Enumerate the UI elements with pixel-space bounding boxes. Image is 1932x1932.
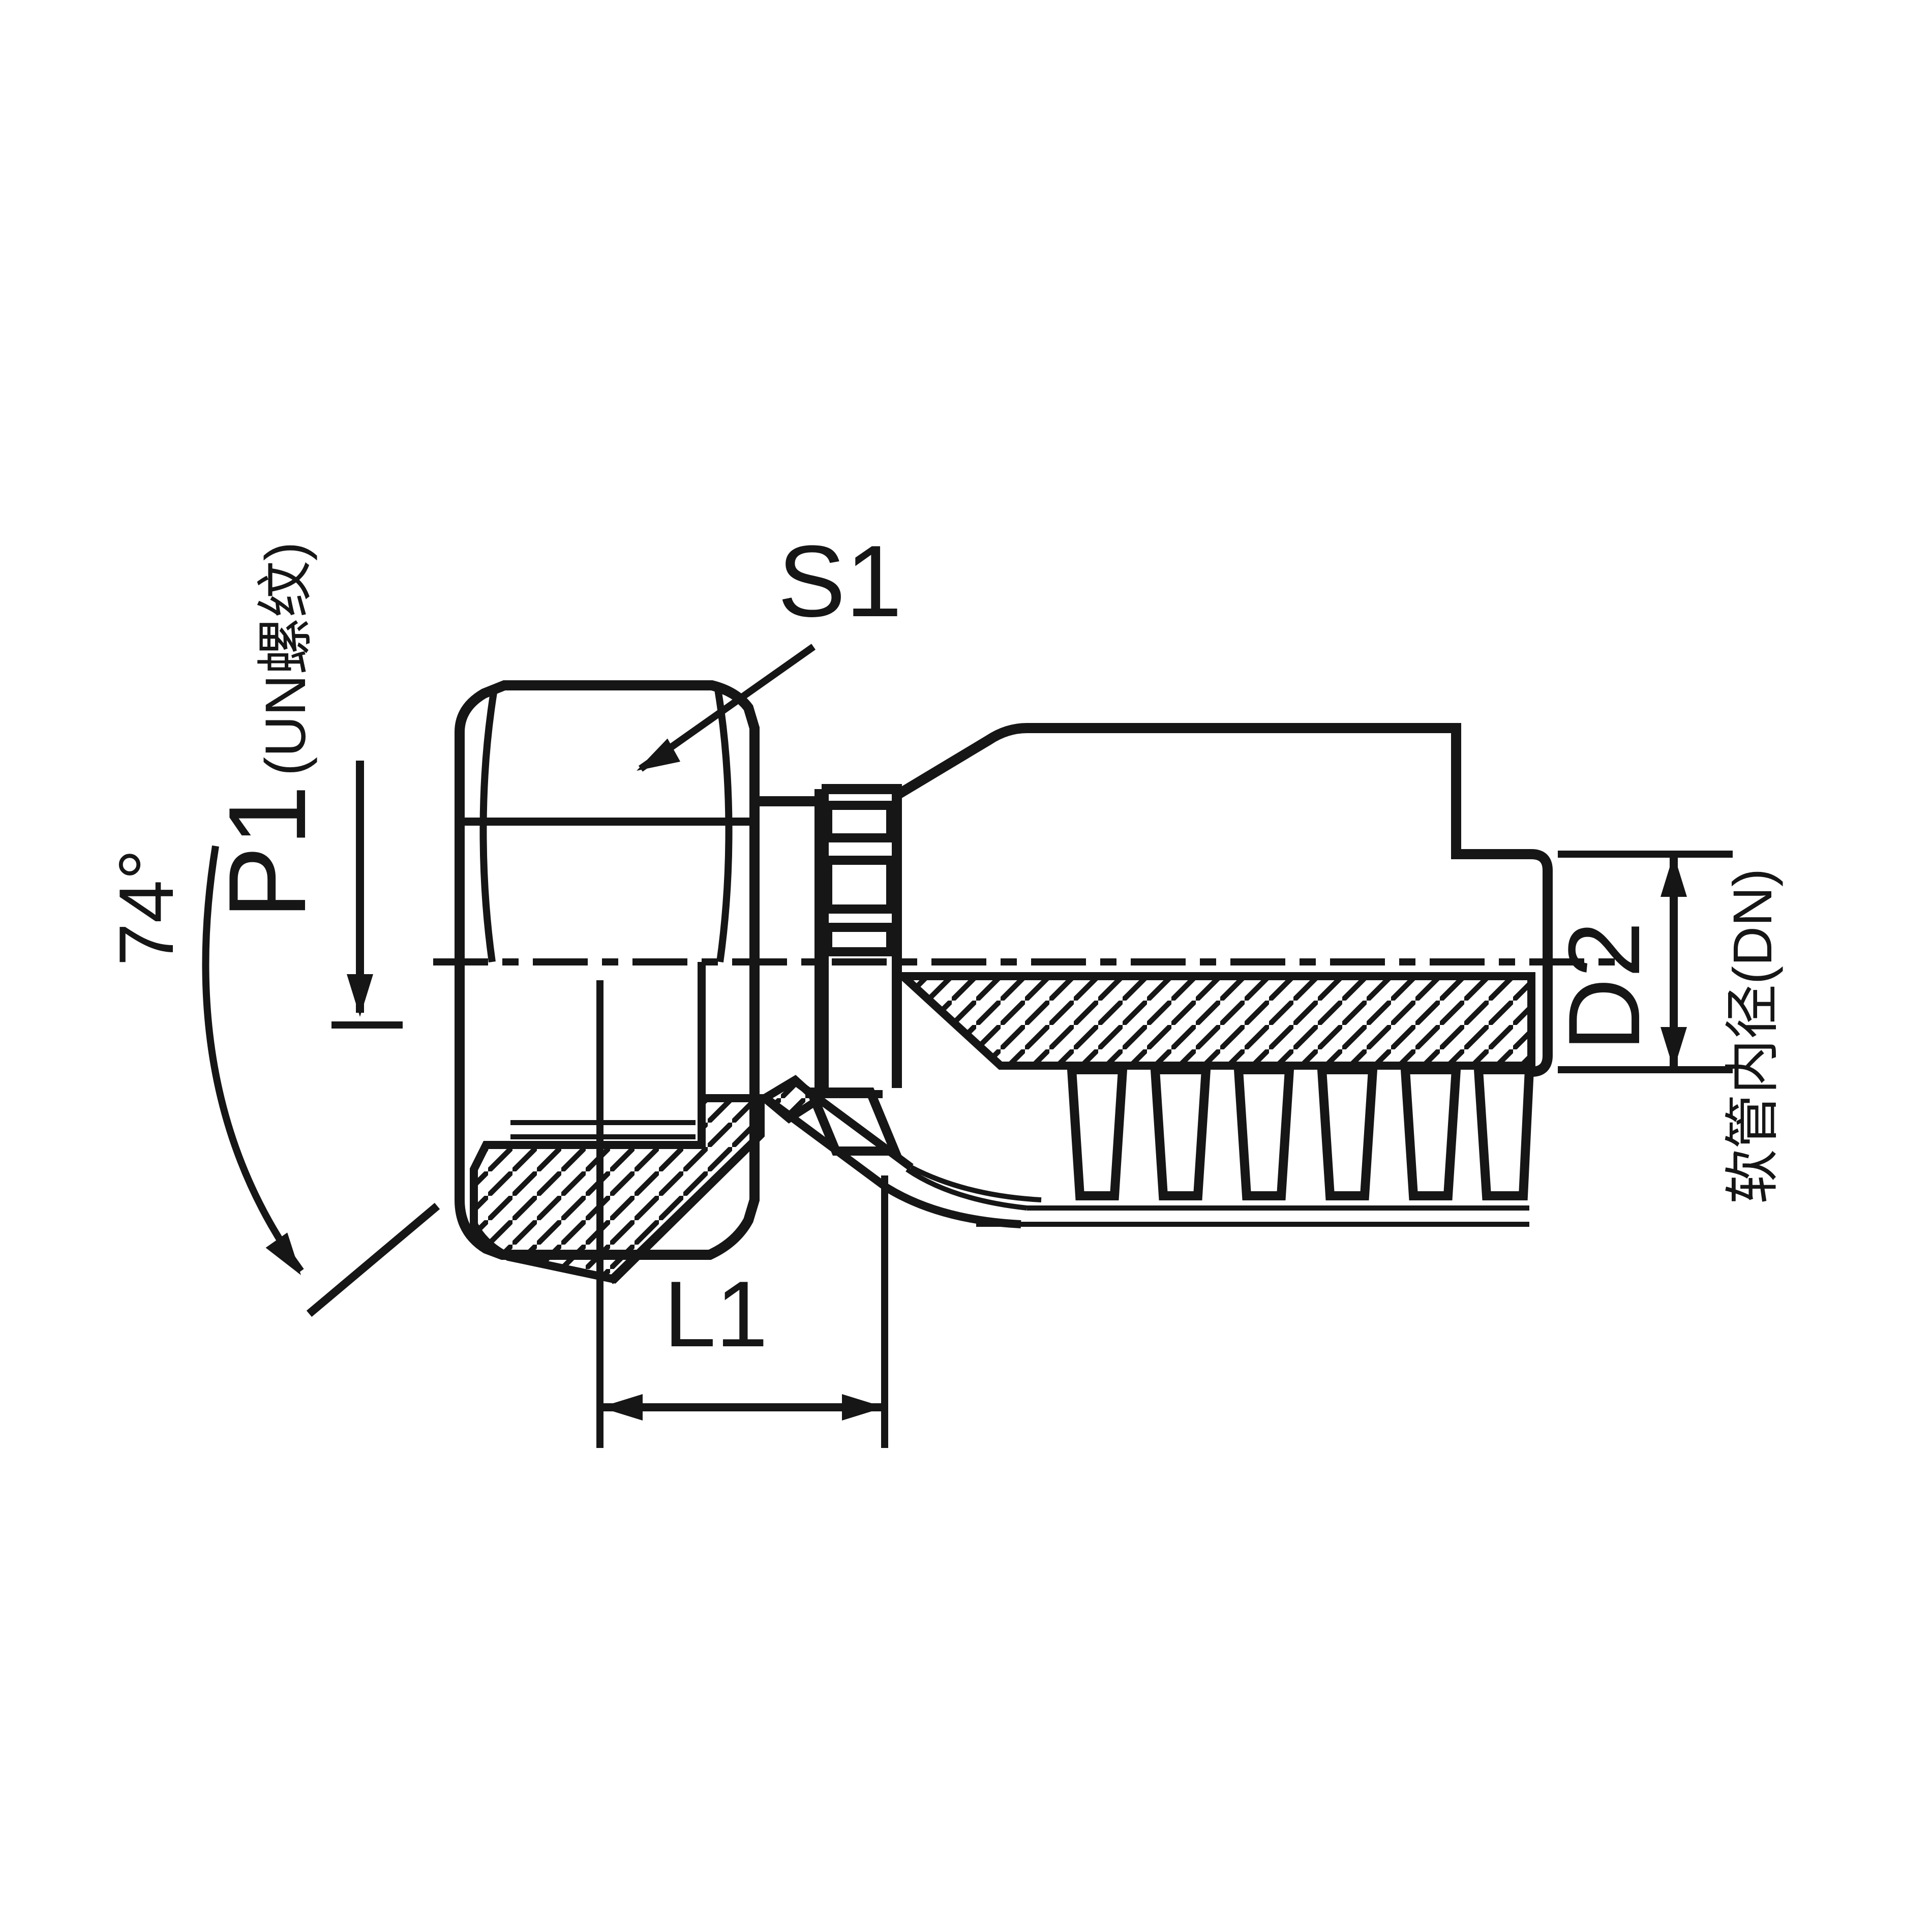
cone-angle-label: 74° [103, 849, 190, 966]
shell-body [892, 723, 1553, 1227]
collar-groove [823, 923, 895, 956]
s1-label: S1 [778, 525, 902, 638]
hex-nut [455, 680, 765, 1284]
cone-angle-dimension: 74° [103, 845, 440, 1317]
d2-label: D2 [1548, 921, 1661, 1051]
shell-section-hatching [892, 972, 1535, 1070]
p1-text: P1 [205, 785, 328, 919]
shell-outline [894, 723, 1553, 962]
cone-angle-arc [202, 845, 304, 1274]
swivel-collar [754, 784, 902, 1098]
d2-dimension: D2 软管内径(DN) [1548, 851, 1783, 1204]
l1-label: L1 [664, 1261, 768, 1366]
cone-flank-reference-line [306, 1202, 440, 1317]
l1-dimension: L1 [596, 980, 888, 1448]
p1-label: P1 (UN螺纹) [205, 542, 328, 919]
s1-annotation: S1 [630, 525, 902, 782]
p1-thread-note: (UN螺纹) [254, 542, 317, 776]
cone-seat-line [607, 1132, 764, 1284]
hose-bore-note: 软管内径(DN) [1722, 868, 1783, 1204]
serrations [1067, 1065, 1534, 1200]
p1-dimension: P1 (UN螺纹) [205, 542, 403, 1029]
collar-groove [823, 801, 895, 842]
nut-section-hatching [470, 1094, 765, 1284]
collar-groove [823, 856, 895, 914]
hose-tail-end [1531, 962, 1553, 1077]
